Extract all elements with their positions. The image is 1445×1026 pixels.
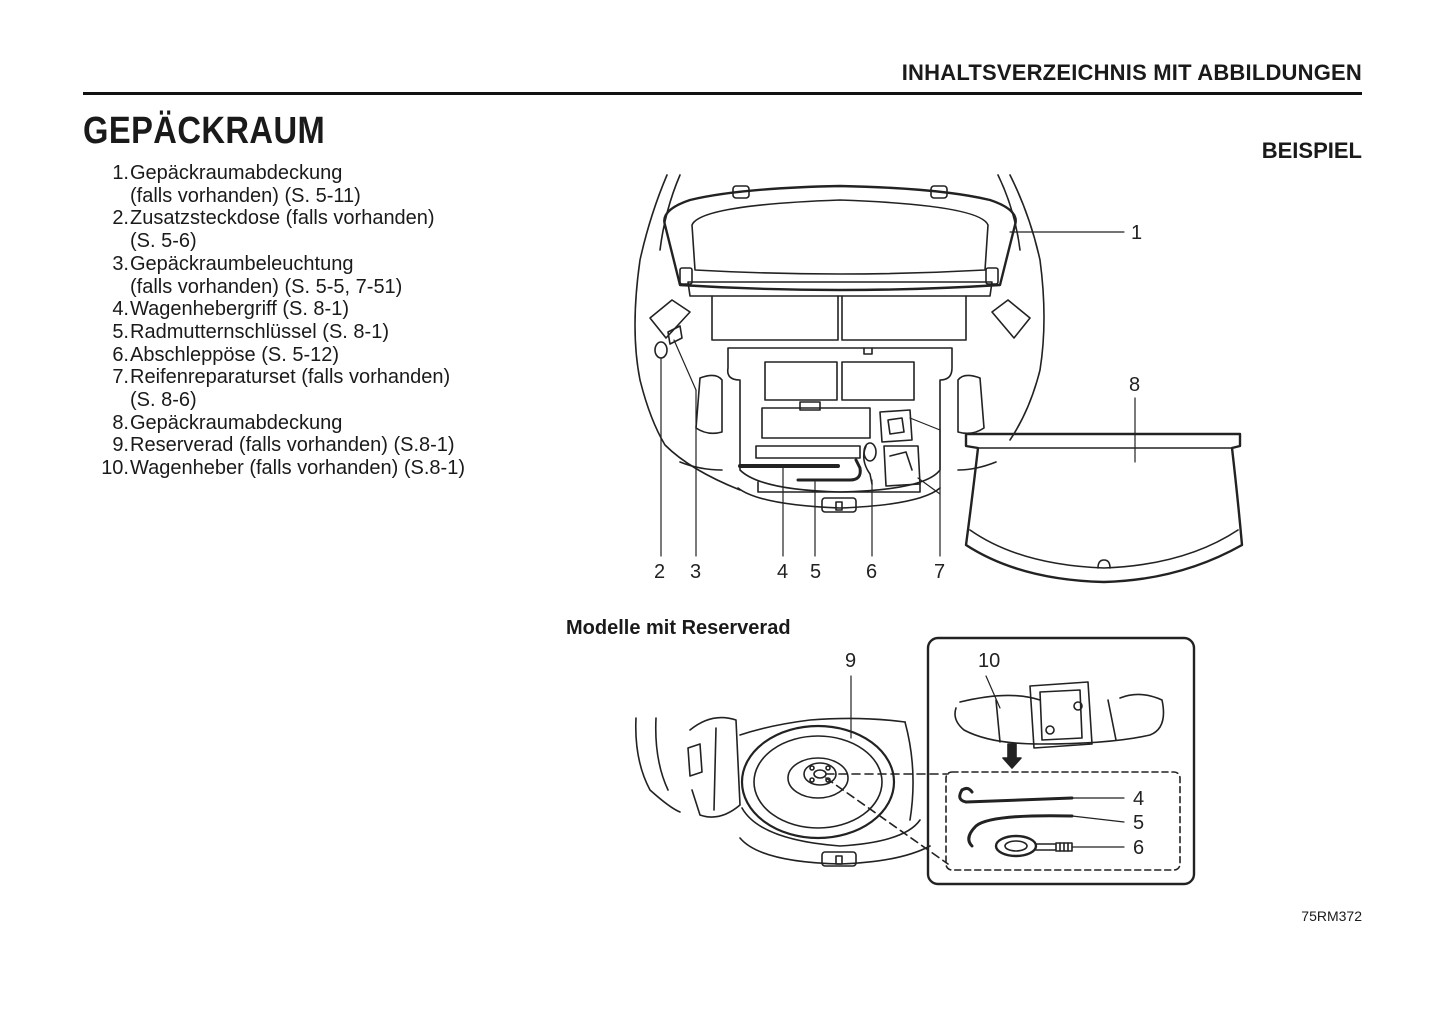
callout-8: 8 bbox=[1129, 374, 1140, 396]
item-number: 3. bbox=[112, 252, 129, 275]
item-number: 8. bbox=[112, 411, 129, 434]
item-text: Wagenheber (falls vorhanden) (S.8-1) bbox=[130, 457, 465, 480]
item-text: Gepäckraumabdeckung bbox=[130, 411, 343, 434]
item-number: 2. bbox=[112, 207, 129, 230]
item-text: Reifenreparaturset (falls vorhanden) (S.… bbox=[130, 366, 451, 412]
list-item: 2.Zusatzsteckdose (falls vorhanden) (S. … bbox=[92, 207, 465, 252]
callout-10: 10 bbox=[978, 650, 1000, 672]
callout-9: 9 bbox=[845, 650, 856, 672]
callout-tool-4: 4 bbox=[1133, 788, 1144, 810]
example-label: BEISPIEL bbox=[1261, 138, 1362, 163]
callout-tool-5: 5 bbox=[1133, 812, 1144, 834]
luggage-light bbox=[667, 325, 683, 345]
list-item: 6.Abschleppöse (S. 5-12) bbox=[92, 344, 465, 367]
spare-wheel-subheading: Modelle mit Reserverad bbox=[566, 617, 791, 639]
list-item: 3.Gepäckraumbeleuchtung (falls vorhanden… bbox=[92, 253, 465, 298]
callout-4: 4 bbox=[777, 561, 788, 583]
item-text: Wagenhebergriff (S. 8-1) bbox=[130, 298, 349, 321]
car-rear-drawing bbox=[634, 174, 1045, 513]
list-item: 9.Reserverad (falls vorhanden) (S.8-1) bbox=[92, 434, 465, 457]
accessory-socket bbox=[654, 341, 668, 359]
callout-6: 6 bbox=[866, 561, 877, 583]
header-divider bbox=[83, 92, 1362, 95]
callout-3: 3 bbox=[690, 561, 701, 583]
callout-tool-6: 6 bbox=[1133, 837, 1144, 859]
item-number: 10. bbox=[101, 457, 129, 480]
tire-repair-kit bbox=[879, 409, 913, 443]
component-list: 1.Gepäckraumabdeckung (falls vorhanden) … bbox=[92, 162, 465, 480]
item-text: Radmutternschlüssel (S. 8-1) bbox=[130, 320, 389, 343]
towing-eye bbox=[862, 445, 873, 485]
item-text: Gepäckraumabdeckung (falls vorhanden) (S… bbox=[130, 162, 361, 207]
item-number: 9. bbox=[112, 434, 129, 457]
spare-wheel-drawing bbox=[634, 675, 949, 867]
item-number: 5. bbox=[112, 320, 129, 343]
item-text: Reserverad (falls vorhanden) (S.8-1) bbox=[130, 434, 455, 457]
callout-2: 2 bbox=[654, 561, 665, 583]
callout-1: 1 bbox=[1131, 222, 1142, 244]
section-header-title: INHALTSVERZEICHNIS MIT ABBILDUNGEN bbox=[901, 60, 1362, 85]
list-item: 5.Radmutternschlüssel (S. 8-1) bbox=[92, 321, 465, 344]
car-jack bbox=[1029, 681, 1093, 749]
item-number: 4. bbox=[112, 298, 129, 321]
item-text: Gepäckraumbeleuchtung (falls vorhanden) … bbox=[130, 252, 403, 298]
list-item: 1.Gepäckraumabdeckung (falls vorhanden) … bbox=[92, 162, 465, 207]
item-number: 6. bbox=[112, 343, 129, 366]
spare-wheel bbox=[740, 724, 896, 840]
jack-and-tools-box bbox=[926, 636, 1196, 886]
wheel-nut-wrench bbox=[796, 458, 862, 482]
figure-code: 75RM372 bbox=[1301, 908, 1362, 924]
item-number: 1. bbox=[112, 162, 129, 184]
item-text: Zusatzsteckdose (falls vorhanden) (S. 5-… bbox=[130, 207, 435, 253]
callout-7: 7 bbox=[934, 561, 945, 583]
list-item: 4.Wagenhebergriff (S. 8-1) bbox=[92, 298, 465, 321]
callout-5: 5 bbox=[810, 561, 821, 583]
item-number: 7. bbox=[112, 366, 129, 389]
list-item: 8.Gepäckraumabdeckung bbox=[92, 412, 465, 435]
page-title: GEPÄCKRAUM bbox=[83, 110, 326, 152]
top-leader-lines bbox=[660, 231, 1136, 557]
item-text: Abschleppöse (S. 5-12) bbox=[130, 343, 340, 366]
luggage-cover-panel bbox=[964, 432, 1244, 584]
list-item: 7.Reifenreparaturset (falls vorhanden) (… bbox=[92, 366, 465, 411]
list-item: 10.Wagenheber (falls vorhanden) (S.8-1) bbox=[92, 457, 465, 480]
